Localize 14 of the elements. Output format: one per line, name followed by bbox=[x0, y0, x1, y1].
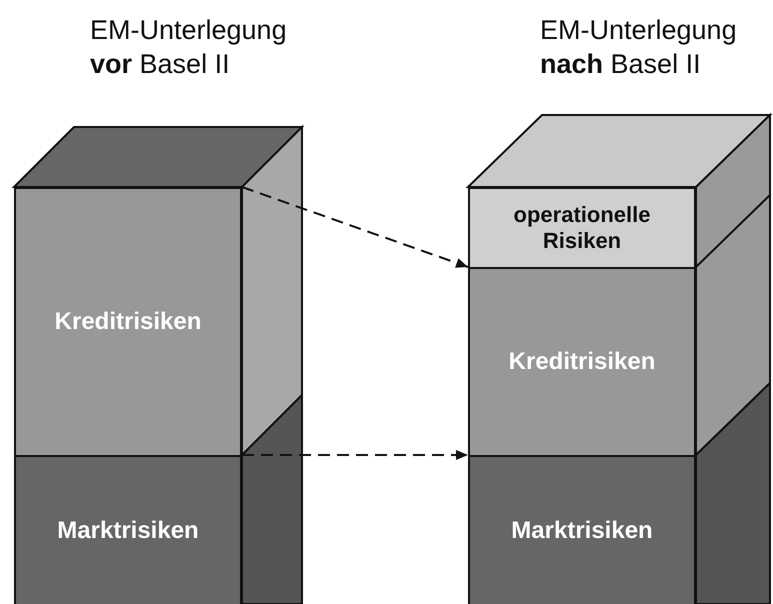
credit-risk-block bbox=[14, 187, 242, 457]
block-label: operationelle Risiken bbox=[512, 202, 652, 254]
column-heading: EM-Unterlegung nach Basel II bbox=[540, 14, 738, 81]
block-label: Marktrisiken bbox=[57, 517, 199, 546]
block-label: Marktrisiken bbox=[511, 517, 653, 546]
market-risk-block bbox=[14, 455, 242, 604]
block-label: Kreditrisiken bbox=[54, 308, 202, 336]
credit-risk-block bbox=[468, 267, 696, 457]
dashed-arrow bbox=[242, 186, 468, 268]
column-heading: EM-Unterlegung vor Basel II bbox=[90, 14, 288, 81]
operational-risk-block bbox=[468, 187, 696, 269]
dashed-arrow bbox=[242, 450, 468, 460]
block-label: Kreditrisiken bbox=[508, 348, 656, 376]
market-risk-block bbox=[468, 455, 696, 604]
